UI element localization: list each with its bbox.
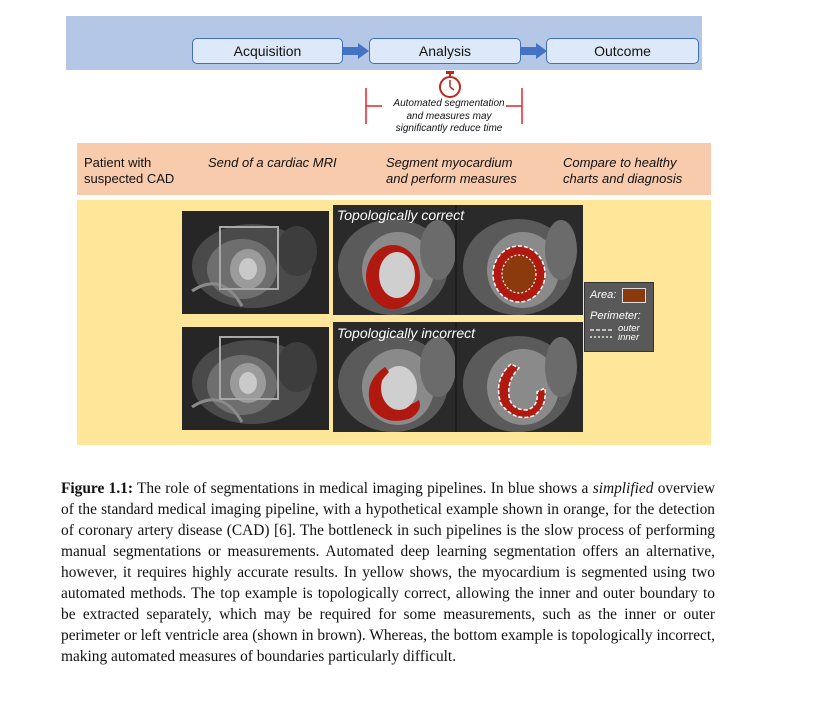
legend-outer: outer xyxy=(618,323,640,334)
annotation-line: Automated segmentation xyxy=(393,98,505,109)
caption-text: The role of segmentations in medical ima… xyxy=(133,480,593,497)
stage-outcome-label: Outcome xyxy=(594,43,651,59)
caption-label: Figure 1.1: xyxy=(61,480,133,497)
example-band xyxy=(77,143,711,195)
arrow-right-icon xyxy=(343,43,369,59)
step-compare: Compare to healthy charts and diagnosis xyxy=(563,155,682,187)
legend-inner: inner xyxy=(618,332,640,343)
figure-caption: Figure 1.1: The role of segmentations in… xyxy=(61,478,715,667)
annotation-line: significantly reduce time xyxy=(395,123,503,134)
step-patient: Patient with suspected CAD xyxy=(84,155,174,187)
step-send-mri: Send of a cardiac MRI xyxy=(208,155,337,171)
step-text: Compare to healthy xyxy=(563,155,677,170)
stopwatch-icon xyxy=(439,71,461,98)
step-text: Segment myocardium xyxy=(386,155,513,170)
step-text: Patient with xyxy=(84,155,152,170)
segmentation-panel-correct xyxy=(333,205,583,315)
legend-area-swatch xyxy=(622,288,646,303)
stage-analysis-label: Analysis xyxy=(418,43,472,59)
step-text: and perform measures xyxy=(386,171,517,186)
stage-analysis: Analysis xyxy=(369,38,521,64)
caption-text: overview of the standard medical imaging… xyxy=(61,480,715,665)
mri-thumbnail xyxy=(182,211,329,314)
legend: Area: Perimeter: outer inner xyxy=(584,282,654,352)
stage-outcome: Outcome xyxy=(546,38,699,64)
step-text: charts and diagnosis xyxy=(563,171,683,186)
mri-thumbnail xyxy=(182,327,329,430)
legend-perimeter-label: Perimeter: xyxy=(590,310,641,322)
step-text: Send of a cardiac MRI xyxy=(208,155,337,170)
stage-acquisition-label: Acquisition xyxy=(233,43,302,59)
time-span-bracket xyxy=(365,88,523,124)
time-annotation: Automated segmentation and measures may … xyxy=(385,98,513,136)
label-topologically-correct: Topologically correct xyxy=(337,207,465,223)
step-segment: Segment myocardium and perform measures xyxy=(386,155,517,187)
label-topologically-incorrect: Topologically incorrect xyxy=(337,325,475,341)
annotation-line: and measures may xyxy=(406,110,492,122)
caption-emphasis: simplified xyxy=(592,480,654,497)
step-text: suspected CAD xyxy=(84,171,175,186)
segmentation-panel-incorrect xyxy=(333,322,583,432)
arrow-right-icon xyxy=(521,43,547,59)
dashed-line-icon xyxy=(590,329,614,338)
legend-area-label: Area: xyxy=(590,289,617,301)
stage-acquisition: Acquisition xyxy=(192,38,343,64)
